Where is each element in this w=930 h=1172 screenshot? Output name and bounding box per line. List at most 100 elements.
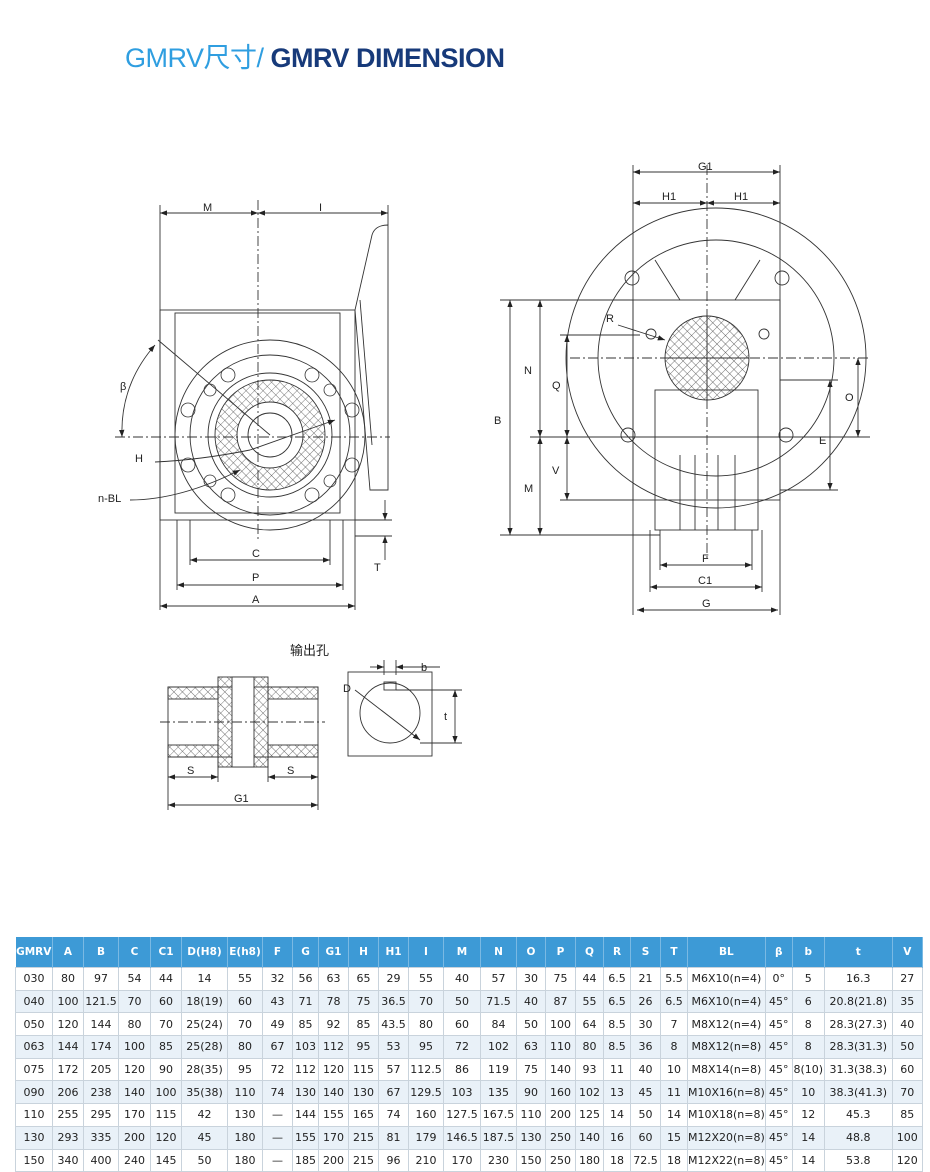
table-cell: 179 (408, 1125, 444, 1150)
table-cell: 8(10) (791, 1057, 825, 1082)
column-header: S (630, 937, 661, 968)
table-cell: 36 (630, 1035, 661, 1059)
table-cell: 74 (378, 1103, 409, 1127)
table-cell: 53.8 (823, 1148, 893, 1172)
label-H1-right: H1 (734, 191, 748, 203)
table-cell: — (262, 1103, 293, 1127)
column-header: BL (687, 937, 766, 968)
table-cell: 400 (83, 1148, 119, 1172)
table-cell: 45° (764, 989, 793, 1014)
column-header: A (52, 937, 84, 968)
table-cell: 70 (891, 1080, 923, 1105)
table-cell: 120 (318, 1057, 349, 1082)
table-cell: M10X16(n=8) (687, 1080, 766, 1105)
label-V: V (552, 465, 560, 477)
table-cell: 150 (516, 1148, 546, 1172)
table-cell: 200 (318, 1148, 349, 1172)
label-F: F (702, 553, 709, 565)
table-cell: 120 (118, 1057, 151, 1082)
table-cell: 72 (443, 1035, 481, 1059)
table-cell: 28.3(27.3) (823, 1012, 893, 1037)
table-cell: 50 (443, 989, 481, 1014)
table-cell: 26 (630, 989, 661, 1014)
table-cell: 145 (150, 1148, 182, 1172)
table-cell: — (262, 1148, 293, 1172)
label-H: H (135, 453, 143, 465)
table-cell: 95 (408, 1035, 444, 1059)
label-G1-hole: G1 (234, 793, 249, 805)
label-beta: β (120, 381, 126, 393)
table-cell: 130 (516, 1125, 546, 1150)
table-cell: 146.5 (443, 1125, 481, 1150)
table-cell: 12 (791, 1103, 825, 1127)
table-cell: 13 (603, 1080, 631, 1105)
table-cell: 31.3(38.3) (823, 1057, 893, 1082)
table-cell: 170 (443, 1148, 481, 1172)
label-R: R (606, 313, 614, 325)
table-cell: 215 (348, 1125, 379, 1150)
table-cell: 38.3(41.3) (823, 1080, 893, 1105)
table-cell: 21 (630, 967, 661, 991)
table-cell: 18 (603, 1148, 631, 1172)
table-cell: 45° (764, 1125, 793, 1150)
column-header: b (792, 937, 825, 968)
table-cell: 50 (891, 1035, 923, 1059)
table-cell: 45° (764, 1057, 793, 1082)
table-cell: 80 (52, 967, 84, 991)
table-cell: 120 (891, 1148, 923, 1172)
left-view (115, 200, 392, 610)
table-cell: M12X20(n=8) (687, 1125, 766, 1150)
column-header: C (118, 937, 151, 968)
table-cell: 100 (150, 1080, 182, 1105)
table-cell: 80 (118, 1012, 151, 1037)
table-cell: 11 (660, 1080, 688, 1105)
table-cell: 55 (227, 967, 263, 991)
table-cell: 43.5 (378, 1012, 409, 1037)
table-cell: 185 (292, 1148, 319, 1172)
table-cell: 10 (660, 1057, 688, 1082)
column-header: G1 (318, 937, 349, 968)
table-cell: 42 (181, 1103, 228, 1127)
table-cell: 103 (443, 1080, 481, 1105)
column-header: β (765, 937, 793, 968)
table-cell: 140 (575, 1125, 604, 1150)
table-cell: 170 (318, 1125, 349, 1150)
label-C: C (252, 548, 260, 560)
table-cell: 130 (15, 1125, 53, 1150)
table-cell: 96 (378, 1148, 409, 1172)
column-header: I (408, 937, 444, 968)
table-cell: 45° (764, 1103, 793, 1127)
table-cell: 110 (227, 1080, 263, 1105)
table-cell: 55 (408, 967, 444, 991)
table-cell: 187.5 (480, 1125, 517, 1150)
table-cell: 75 (348, 989, 379, 1014)
table-cell: 60 (443, 1012, 481, 1037)
table-cell: 050 (15, 1012, 53, 1037)
table-cell: 335 (83, 1125, 119, 1150)
table-cell: 340 (52, 1148, 84, 1172)
table-cell: M8X12(n=8) (687, 1035, 766, 1059)
table-cell: 48.8 (823, 1125, 893, 1150)
table-cell: 64 (575, 1012, 604, 1037)
label-G: G (702, 598, 711, 610)
table-cell: M8X14(n=8) (687, 1057, 766, 1082)
table-cell: 90 (150, 1057, 182, 1082)
table-cell: 75 (516, 1057, 546, 1082)
column-header: H1 (378, 937, 409, 968)
table-cell: 71.5 (480, 989, 517, 1014)
table-cell: 85 (348, 1012, 379, 1037)
label-A: A (252, 594, 260, 606)
table-cell: 65 (348, 967, 379, 991)
table-cell: 144 (52, 1035, 84, 1059)
table-cell: 95 (348, 1035, 379, 1059)
table-cell: 170 (118, 1103, 151, 1127)
column-header: O (516, 937, 546, 968)
table-cell: M6X10(n=4) (687, 989, 766, 1014)
table-cell: 0° (764, 967, 793, 991)
table-cell: 30 (516, 967, 546, 991)
technical-drawing: M I β H n-BL C P A T (98, 161, 870, 810)
label-H1-left: H1 (662, 191, 676, 203)
